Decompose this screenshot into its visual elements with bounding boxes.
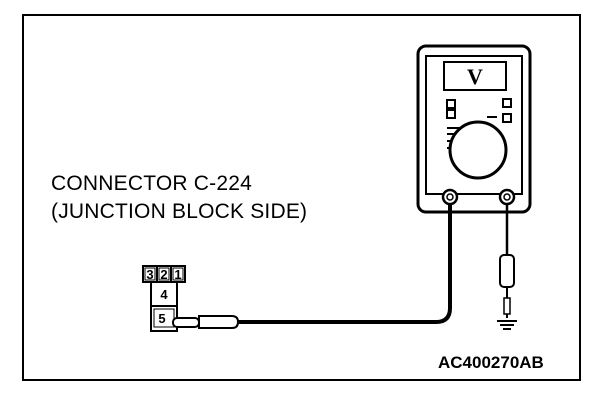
meter-display: [443, 61, 507, 91]
rotary-dial-knob: [448, 120, 508, 180]
ground-probe: [499, 204, 515, 318]
connector-pin-1: 1: [174, 267, 181, 282]
meter-button-left-bottom: [446, 109, 456, 119]
connector-pin-3: 3: [146, 267, 153, 282]
test-lead-wire-left: [236, 204, 452, 324]
ground-symbol-icon: [497, 320, 517, 330]
test-probe-left: [172, 315, 240, 329]
reference-code: AC400270AB: [438, 353, 544, 372]
connector-c224: 3 2 1 4 5: [142, 265, 186, 332]
connector-label: CONNECTOR C-224 (JUNCTION BLOCK SIDE): [51, 170, 307, 226]
voltmeter: V: [416, 44, 532, 214]
meter-button-left-top: [446, 99, 456, 109]
connector-label-line2: (JUNCTION BLOCK SIDE): [51, 200, 308, 223]
meter-unit-text: V: [467, 64, 483, 89]
connector-pin-5: 5: [158, 311, 165, 326]
connector-pin-4: 4: [160, 287, 168, 302]
connector-pin-2: 2: [160, 267, 167, 282]
connector-label-line1: CONNECTOR C-224: [51, 172, 252, 195]
meter-button-right-top: [502, 98, 512, 108]
meter-button-right-bottom: [502, 113, 512, 123]
